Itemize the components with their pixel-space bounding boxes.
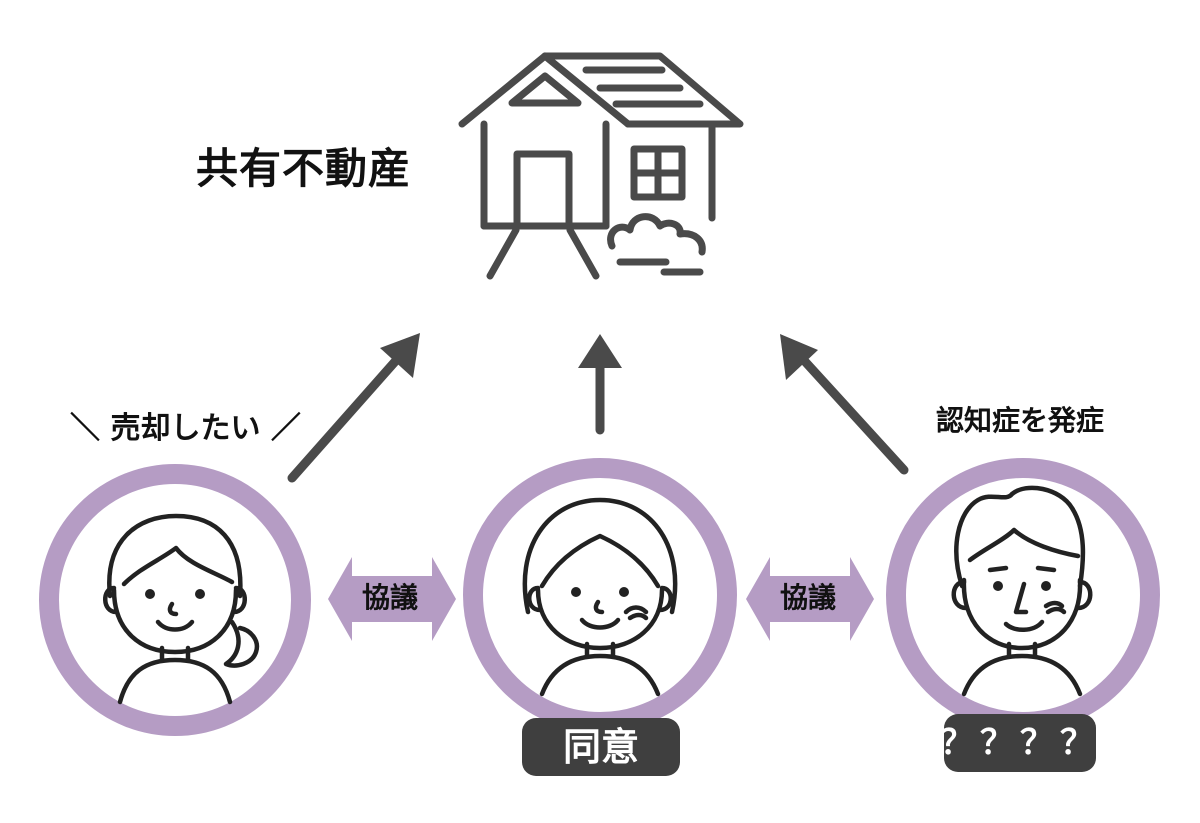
- older-woman-icon: [522, 497, 678, 697]
- left-person-ring: [39, 464, 311, 736]
- arrow-left-to-house: [287, 333, 420, 483]
- discuss-label-left: 協議: [361, 581, 418, 614]
- property-title: 共有不動産: [196, 144, 412, 193]
- left-person-speech: ＼ 売却したい ／: [70, 411, 301, 446]
- right-person-status: 認知症を発症: [936, 404, 1105, 437]
- center-person-ring: [463, 458, 737, 732]
- discuss-arrow-left: [328, 557, 456, 641]
- discuss-arrow-right: [746, 557, 874, 641]
- discuss-label-right: 協議: [779, 581, 836, 614]
- arrow-right-to-house: [780, 334, 909, 475]
- older-man-icon: [951, 485, 1093, 697]
- agree-badge: 同意: [522, 718, 680, 776]
- unknown-badge: ？？？？: [940, 714, 1096, 772]
- house-icon: [458, 52, 744, 280]
- arrow-center-to-house: [578, 334, 622, 435]
- young-woman-icon: [103, 513, 260, 705]
